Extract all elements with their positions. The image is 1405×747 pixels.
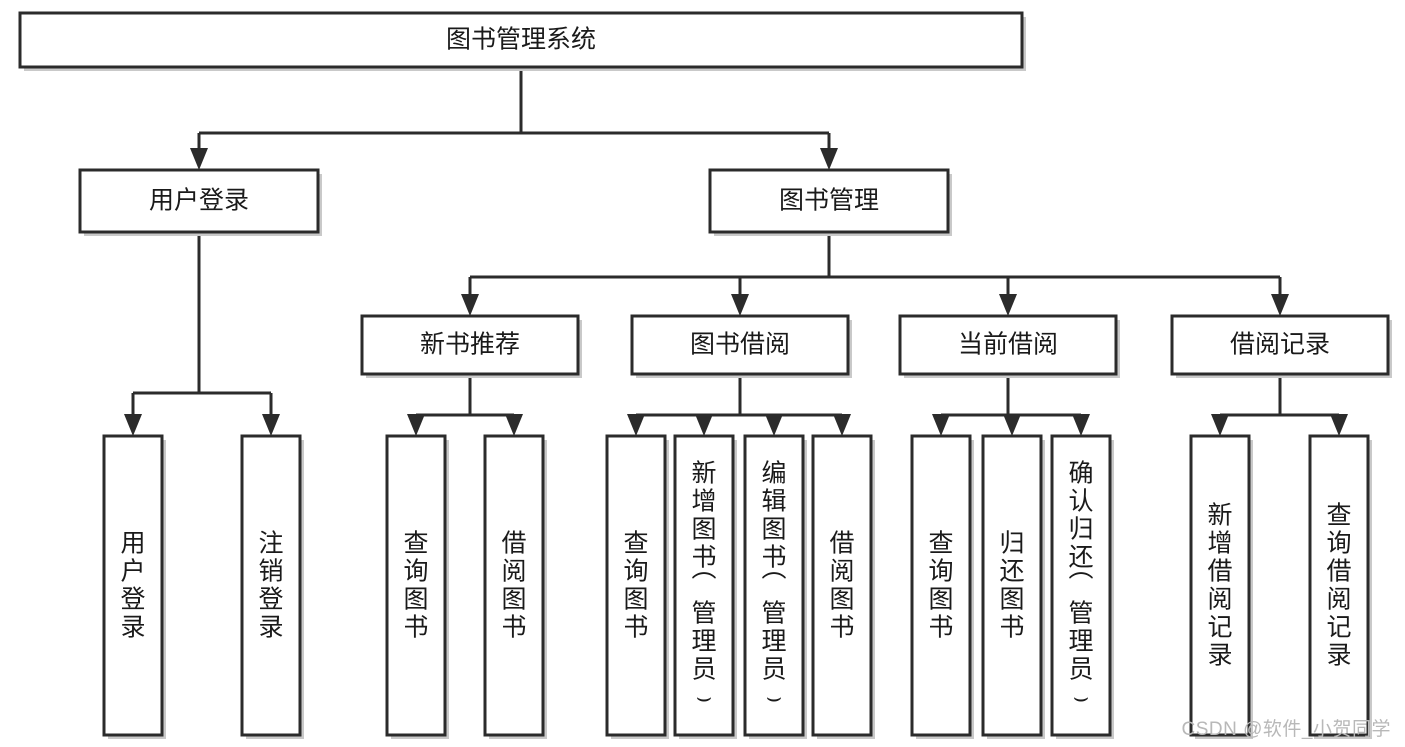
node-box[interactable] (1050, 434, 1112, 737)
node-user-login[interactable]: 用户登录 (78, 168, 322, 236)
node-leaf-borrow-book-rec[interactable]: 借阅图书 (483, 434, 547, 739)
arrow-head-icon (124, 414, 142, 436)
node-label: 新书推荐 (420, 331, 520, 359)
node-label: 查询图书 (623, 530, 648, 642)
node-label: 用户登录 (120, 530, 145, 642)
arrow-head-icon (1330, 414, 1348, 436)
node-leaf-confirm-return[interactable]: 确认归还⌒管理员⌣ (1050, 434, 1114, 739)
node-box[interactable] (483, 434, 545, 737)
node-box[interactable] (898, 314, 1118, 376)
arrow-head-icon (461, 294, 479, 316)
node-label: 图书借阅 (690, 331, 790, 359)
arrow-head-icon (731, 294, 749, 316)
node-label: 当前借阅 (958, 331, 1058, 359)
node-leaf-query-book-cb[interactable]: 查询图书 (910, 434, 974, 739)
node-current-borrow[interactable]: 当前借阅 (898, 314, 1120, 378)
node-box[interactable] (102, 434, 164, 737)
node-leaf-borrow-book-br[interactable]: 借阅图书 (811, 434, 875, 739)
node-box[interactable] (630, 314, 850, 376)
node-label: 确认归还⌒管理员⌣ (1068, 460, 1093, 712)
node-leaf-add-book[interactable]: 新增图书⌒管理员⌣ (673, 434, 737, 739)
node-label: 用户登录 (149, 187, 249, 215)
node-label: 图书管理系统 (446, 26, 596, 54)
node-box[interactable] (743, 434, 805, 737)
node-label: 图书管理 (779, 187, 879, 215)
node-label: 注销登录 (258, 530, 283, 642)
arrow-head-icon (1271, 294, 1289, 316)
node-leaf-user-logout[interactable]: 注销登录 (240, 434, 304, 739)
arrow-head-icon (407, 414, 425, 436)
node-label: 编辑图书⌒管理员⌣ (761, 460, 786, 712)
node-box[interactable] (78, 168, 320, 234)
node-label: 借阅图书 (829, 530, 854, 642)
node-new-book-recommend[interactable]: 新书推荐 (360, 314, 582, 378)
node-leaf-return-book[interactable]: 归还图书 (981, 434, 1045, 739)
node-box[interactable] (18, 11, 1024, 69)
connectors-layer (124, 67, 1348, 436)
arrow-head-icon (932, 414, 950, 436)
node-box[interactable] (1189, 434, 1251, 737)
node-leaf-query-book-rec[interactable]: 查询图书 (385, 434, 449, 739)
node-box[interactable] (605, 434, 667, 737)
arrow-head-icon (833, 414, 851, 436)
node-book-manage[interactable]: 图书管理 (708, 168, 952, 236)
node-box[interactable] (910, 434, 972, 737)
node-label: 查询图书 (403, 530, 428, 642)
node-leaf-user-login[interactable]: 用户登录 (102, 434, 166, 739)
node-leaf-query-book-br[interactable]: 查询图书 (605, 434, 669, 739)
node-box[interactable] (1170, 314, 1390, 376)
arrow-head-icon (627, 414, 645, 436)
arrow-head-icon (765, 414, 783, 436)
node-box[interactable] (385, 434, 447, 737)
node-leaf-edit-book[interactable]: 编辑图书⌒管理员⌣ (743, 434, 807, 739)
node-box[interactable] (1308, 434, 1370, 737)
node-label: 借阅图书 (501, 530, 526, 642)
node-box[interactable] (673, 434, 735, 737)
arrow-head-icon (820, 148, 838, 170)
arrow-head-icon (505, 414, 523, 436)
arrow-head-icon (695, 414, 713, 436)
node-label: 查询图书 (928, 530, 953, 642)
arrow-head-icon (190, 148, 208, 170)
arrow-head-icon (262, 414, 280, 436)
node-leaf-add-record[interactable]: 新增借阅记录 (1189, 434, 1253, 739)
node-box[interactable] (708, 168, 950, 234)
arrow-head-icon (1211, 414, 1229, 436)
node-undefined[interactable]: 图书管理系统 (18, 11, 1026, 71)
node-leaf-query-record[interactable]: 查询借阅记录 (1308, 434, 1372, 739)
node-borrow-record[interactable]: 借阅记录 (1170, 314, 1392, 378)
arrow-head-icon (1072, 414, 1090, 436)
node-box[interactable] (360, 314, 580, 376)
nodes-layer: 图书管理系统用户登录图书管理新书推荐图书借阅当前借阅借阅记录用户登录注销登录查询… (18, 11, 1392, 739)
node-box[interactable] (240, 434, 302, 737)
node-box[interactable] (981, 434, 1043, 737)
node-label: 新增图书⌒管理员⌣ (691, 460, 716, 712)
node-label: 归还图书 (999, 530, 1024, 642)
arrow-head-icon (1003, 414, 1021, 436)
node-label: 新增借阅记录 (1207, 502, 1232, 670)
node-box[interactable] (811, 434, 873, 737)
node-label: 查询借阅记录 (1326, 502, 1351, 670)
arrow-head-icon (999, 294, 1017, 316)
node-book-borrow[interactable]: 图书借阅 (630, 314, 852, 378)
node-label: 借阅记录 (1230, 331, 1330, 359)
